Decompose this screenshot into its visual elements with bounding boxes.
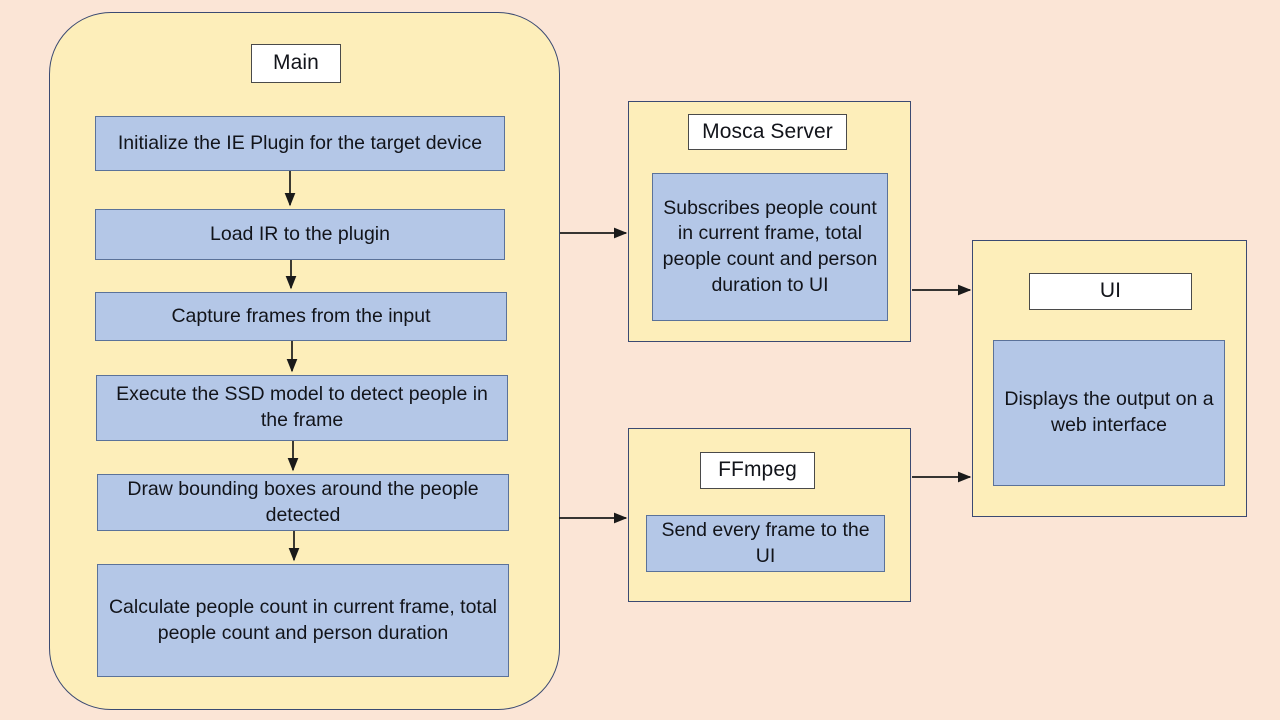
main-step-1[interactable]: Initialize the IE Plugin for the target … xyxy=(95,116,505,171)
group-main-label: Main xyxy=(251,44,341,83)
group-ui-label: UI xyxy=(1029,273,1192,310)
main-step-3[interactable]: Capture frames from the input xyxy=(95,292,507,341)
ui-step-1[interactable]: Displays the output on a web interface xyxy=(993,340,1225,486)
ffmpeg-step-1[interactable]: Send every frame to the UI xyxy=(646,515,885,572)
main-step-6[interactable]: Calculate people count in current frame,… xyxy=(97,564,509,677)
group-ffmpeg-label: FFmpeg xyxy=(700,452,815,489)
main-step-4[interactable]: Execute the SSD model to detect people i… xyxy=(96,375,508,441)
group-mosca-server-label: Mosca Server xyxy=(688,114,847,150)
mosca-step-1[interactable]: Subscribes people count in current frame… xyxy=(652,173,888,321)
main-step-5[interactable]: Draw bounding boxes around the people de… xyxy=(97,474,509,531)
main-step-2[interactable]: Load IR to the plugin xyxy=(95,209,505,260)
